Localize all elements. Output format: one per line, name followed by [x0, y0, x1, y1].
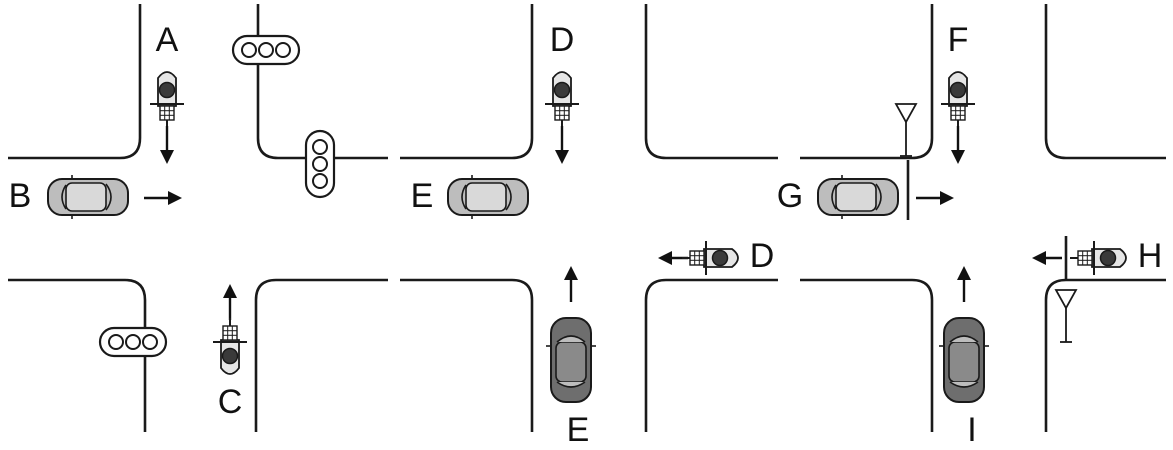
- label-h: H: [1138, 237, 1163, 275]
- motorcycle-icon: [544, 71, 580, 129]
- label-e-left: E: [411, 177, 434, 215]
- arrow-icon: [957, 266, 971, 302]
- traffic-light-icon: [231, 34, 301, 66]
- traffic-light-icon: [304, 129, 336, 199]
- road-edge: [1044, 4, 1166, 160]
- traffic-light-icon: [98, 326, 168, 358]
- motorcycle-icon: [1069, 240, 1127, 276]
- label-d-right: D: [750, 237, 775, 275]
- arrow-icon: [951, 126, 965, 164]
- arrow-icon: [144, 191, 182, 205]
- label-b: B: [9, 177, 32, 215]
- intersection-3: F G D H I: [644, 4, 1166, 449]
- label-g: G: [777, 177, 803, 215]
- road-edge: [644, 4, 778, 160]
- road-edge: [400, 278, 534, 432]
- road-edge: [8, 4, 142, 160]
- road-edge: [800, 4, 934, 160]
- car-icon: [47, 174, 129, 220]
- label-d-top: D: [550, 21, 575, 59]
- arrow-icon: [555, 126, 569, 164]
- arrow-icon: [916, 191, 954, 205]
- intersection-1: A B C: [8, 4, 388, 432]
- yield-sign-icon: [895, 103, 917, 157]
- arrow-icon: [160, 126, 174, 164]
- yield-sign-icon: [1055, 289, 1077, 343]
- road-edge: [8, 278, 147, 432]
- arrow-icon: [223, 284, 237, 320]
- car-icon: [938, 317, 990, 403]
- car-icon: [545, 317, 597, 403]
- label-c: C: [218, 383, 243, 421]
- motorcycle-icon: [212, 317, 248, 375]
- car-icon: [447, 174, 529, 220]
- motorcycle-icon: [940, 71, 976, 129]
- label-a: A: [156, 21, 179, 59]
- label-e-bottom: E: [567, 411, 590, 449]
- label-i: I: [967, 411, 976, 449]
- motorcycle-icon: [149, 71, 185, 129]
- arrow-icon: [1032, 251, 1062, 265]
- road-edge: [400, 4, 534, 160]
- arrow-icon: [564, 266, 578, 302]
- road-edge: [800, 278, 934, 432]
- road-edge: [254, 278, 388, 432]
- label-f: F: [948, 21, 969, 59]
- road-edge: [256, 4, 388, 160]
- road-edge: [1044, 278, 1166, 432]
- intersection-2: D E E: [400, 4, 597, 449]
- car-icon: [817, 174, 899, 220]
- road-edge: [644, 278, 778, 432]
- motorcycle-icon: [681, 240, 739, 276]
